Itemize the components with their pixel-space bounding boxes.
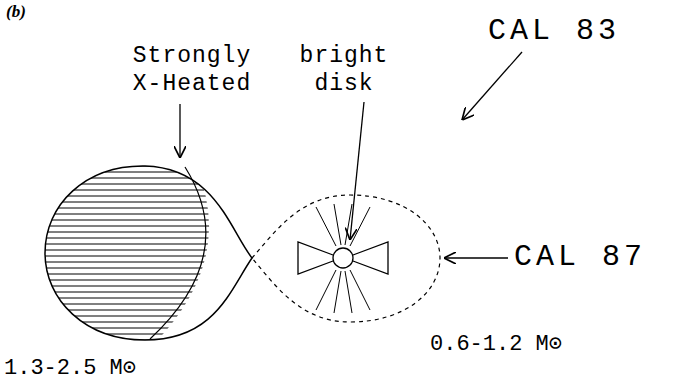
hatch-line bbox=[40, 220, 260, 221]
heated-boundary bbox=[150, 167, 206, 339]
mass-label: 1.3-2.5 M⊙ bbox=[4, 354, 136, 381]
hatch-line bbox=[40, 208, 260, 209]
hatch-line bbox=[40, 274, 260, 275]
mass-label: 0.6-1.2 M⊙ bbox=[430, 330, 562, 357]
hatch-line bbox=[40, 184, 260, 185]
hatch-line bbox=[40, 202, 260, 203]
hatch-line bbox=[40, 214, 260, 215]
accretion-disk bbox=[298, 242, 388, 274]
hatch-line bbox=[40, 178, 260, 179]
hatch-line bbox=[40, 280, 260, 281]
hatch-line bbox=[40, 256, 260, 257]
hatch-line bbox=[40, 322, 260, 323]
hatch-line bbox=[40, 262, 260, 263]
hatch-line bbox=[40, 328, 260, 329]
hatch-line bbox=[40, 292, 260, 293]
disk-label: bright disk bbox=[276, 42, 412, 98]
hatch-line bbox=[40, 304, 260, 305]
hatch-line bbox=[40, 196, 260, 197]
jets bbox=[316, 204, 370, 313]
hatch-line bbox=[40, 334, 260, 335]
hatch-line bbox=[40, 226, 260, 227]
panel-label: (b) bbox=[6, 2, 26, 22]
hatch-line bbox=[40, 232, 260, 233]
hatch-line bbox=[40, 316, 260, 317]
hatch-line bbox=[40, 250, 260, 251]
hatch-line bbox=[40, 238, 260, 239]
roche-lobe bbox=[252, 195, 440, 322]
hatch-line bbox=[40, 172, 260, 173]
hatch-line bbox=[40, 160, 260, 161]
object-name: CAL 83 bbox=[488, 14, 620, 48]
hatch-line bbox=[40, 310, 260, 311]
hatch-line bbox=[40, 244, 260, 245]
hatch-line bbox=[40, 286, 260, 287]
hatch-line bbox=[40, 268, 260, 269]
object-name: CAL 87 bbox=[514, 240, 646, 274]
hatching bbox=[40, 160, 260, 340]
donor-star bbox=[45, 166, 252, 340]
region-label: Strongly X-Heated bbox=[112, 42, 272, 98]
